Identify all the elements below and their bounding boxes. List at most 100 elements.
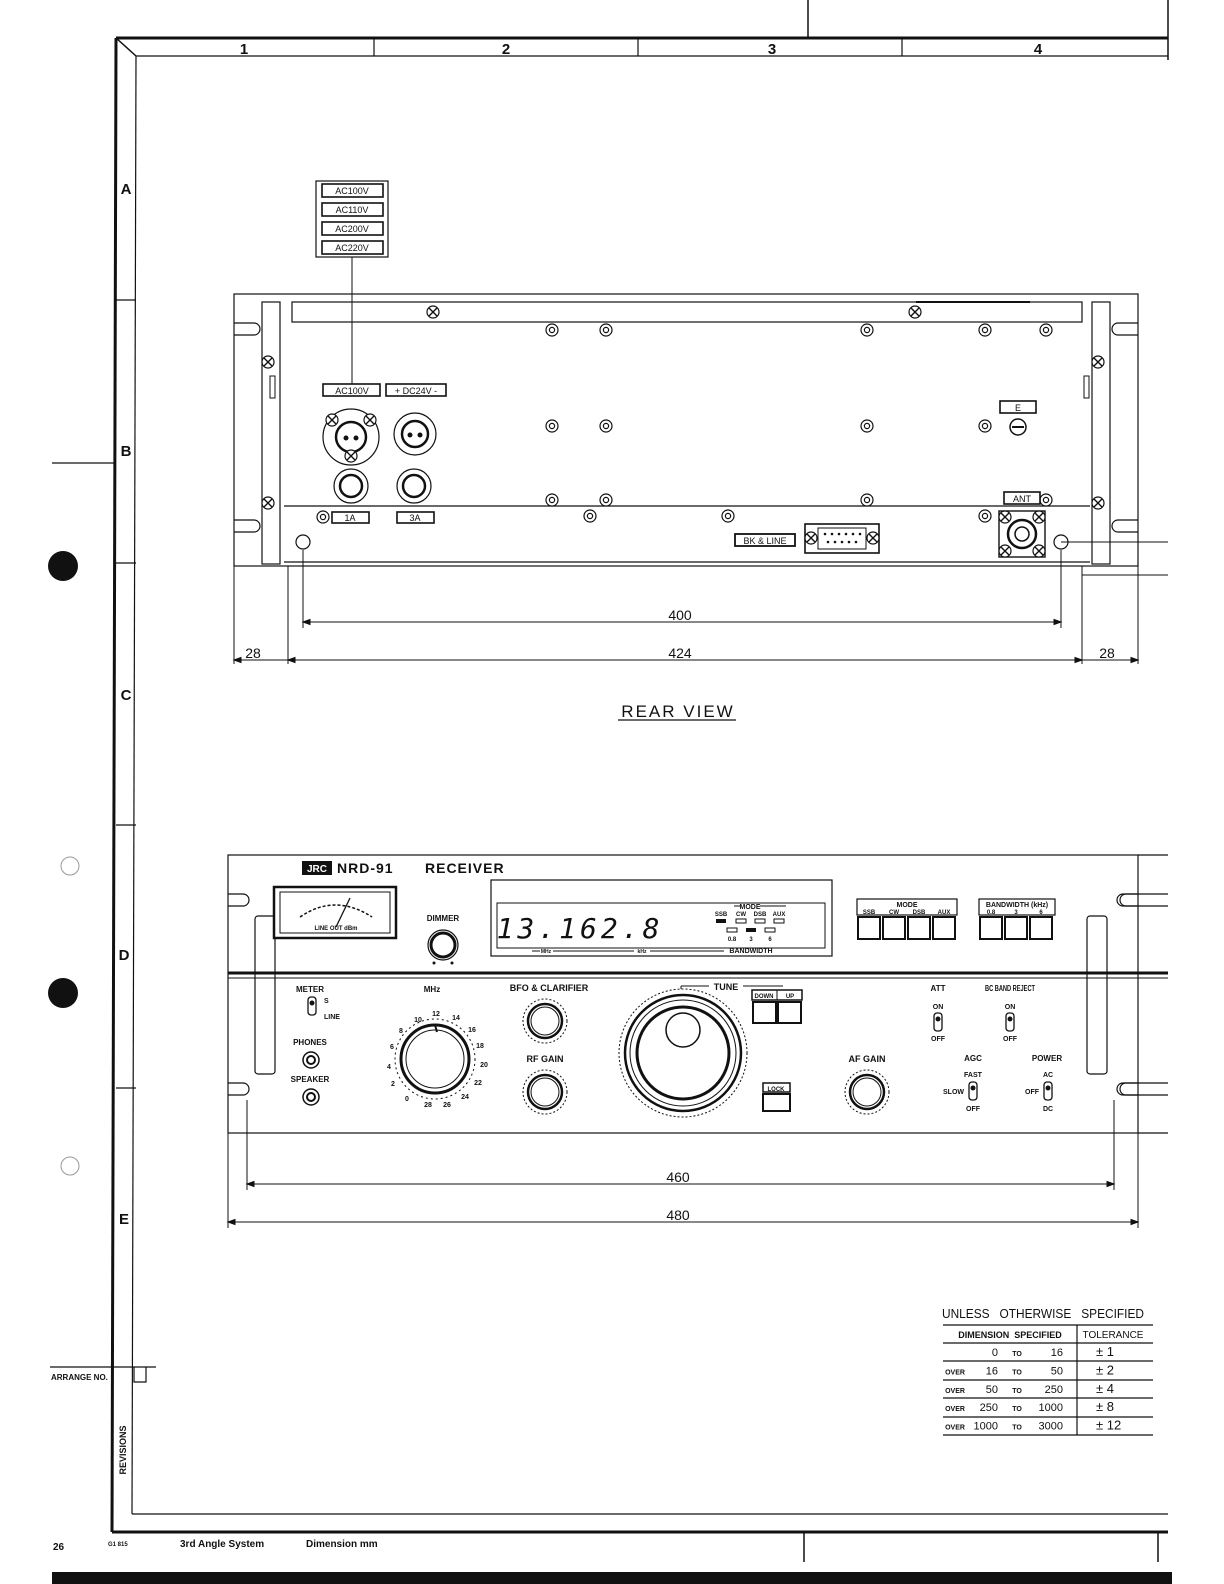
rear-chassis xyxy=(233,293,1139,567)
tune-up-label: UP xyxy=(786,994,794,1000)
agc-toggle-switch[interactable] xyxy=(968,1081,978,1101)
brand-logo: JRC xyxy=(302,861,332,875)
model-name: NRD-91 xyxy=(337,860,394,876)
front-dimensions xyxy=(226,1100,1140,1228)
tolerance-cell-from: 1000 xyxy=(974,1421,998,1433)
bw-btn-label-6: 6 xyxy=(1039,910,1043,916)
bw-btn-label-08: 0.8 xyxy=(987,910,996,916)
revisions-label: REVISIONS xyxy=(118,1425,128,1474)
lock-button[interactable] xyxy=(762,1093,791,1112)
mhz-num-16: 16 xyxy=(468,1027,476,1034)
tune-down-button[interactable] xyxy=(752,1001,777,1024)
tune-label: TUNE xyxy=(714,982,739,992)
bc-reject-toggle-switch[interactable] xyxy=(1005,1012,1015,1032)
display-unit-mhz: MHz xyxy=(541,949,552,955)
dc-socket: + DC24V - xyxy=(385,383,447,456)
display-bandwidth-label: BANDWIDTH xyxy=(729,948,772,955)
grid-col-3: 3 xyxy=(768,41,776,58)
fuse-holders: 1A 3A xyxy=(331,468,435,524)
power-toggle-switch[interactable] xyxy=(1043,1081,1053,1101)
page-number: 26 xyxy=(53,1542,65,1553)
dim-28-right: 28 xyxy=(1099,645,1115,661)
bandwidth-button-panel: BANDWIDTH (kHz) 0.8 3 6 xyxy=(978,898,1056,916)
tolerance-cell-to: 3000 xyxy=(1039,1421,1063,1433)
form-code: G1 815 xyxy=(108,1542,128,1548)
grid-row-E: E xyxy=(119,1211,129,1228)
mode-button-cw[interactable] xyxy=(882,916,906,940)
mhz-label: MHz xyxy=(424,985,440,994)
bandwidth-button-6[interactable] xyxy=(1029,916,1053,940)
tolerance-cell-from: 50 xyxy=(986,1384,998,1396)
tolerance-cell-tol: ± 4 xyxy=(1096,1381,1114,1396)
mode-button-dsb[interactable] xyxy=(907,916,931,940)
bandwidth-button-08[interactable] xyxy=(979,916,1003,940)
antenna-label: ANT xyxy=(1013,494,1032,504)
tolerance-cell-prefix: OVER xyxy=(945,1369,965,1376)
speaker-jack[interactable] xyxy=(302,1088,320,1106)
meter-toggle-switch[interactable] xyxy=(307,996,317,1016)
att-off-label: OFF xyxy=(931,1036,946,1043)
voltage-label-4: AC220V xyxy=(335,243,369,253)
tolerance-cell-to: 50 xyxy=(1051,1365,1063,1377)
tune-knob[interactable] xyxy=(618,988,748,1118)
tolerance-cell-to-word: TO xyxy=(1012,1388,1022,1395)
frequency-readout: 13.162.8 xyxy=(497,912,664,945)
bw-btn-label-3: 3 xyxy=(1014,910,1018,916)
agc-off-label: OFF xyxy=(966,1106,981,1113)
tune-step-buttons: DOWN UP xyxy=(751,989,803,1024)
grid-row-A: A xyxy=(121,181,132,198)
dc-socket-label: + DC24V - xyxy=(395,386,437,396)
display-bw-08: 0.8 xyxy=(728,937,737,943)
bfo-clarifier-label: BFO & CLARIFIER xyxy=(510,983,589,993)
signal-meter: LINE OUT dBm xyxy=(272,885,398,940)
mhz-num-18: 18 xyxy=(476,1043,484,1050)
tune-up-button[interactable] xyxy=(777,1001,802,1024)
dim-460: 460 xyxy=(666,1169,690,1185)
mhz-num-22: 22 xyxy=(474,1080,482,1087)
meter-position-s: S xyxy=(324,998,329,1005)
frequency-display: 13.162.8 MODE SSB CW DSB AUX 0.8 3 6 MHz… xyxy=(490,879,833,957)
voltage-label-3: AC200V xyxy=(335,224,369,234)
mhz-band-knob[interactable] xyxy=(394,1018,476,1100)
footer: ARRANGE NO. REVISIONS 26 G1 815 3rd Angl… xyxy=(51,1373,378,1553)
mode-btn-label-aux: AUX xyxy=(938,910,951,916)
mode-button-aux[interactable] xyxy=(932,916,956,940)
af-gain-knob[interactable] xyxy=(843,1068,891,1116)
bfo-clarifier-knob[interactable] xyxy=(521,997,569,1045)
grid-column-labels: 1 2 3 4 xyxy=(240,41,1043,58)
tolerance-cell-to-word: TO xyxy=(1012,1351,1022,1358)
front-view: JRC NRD-91 RECEIVER LINE OUT dBm DIMMER … xyxy=(226,854,1168,1228)
mhz-num-24: 24 xyxy=(461,1094,469,1101)
phones-jack[interactable] xyxy=(302,1051,320,1069)
mhz-num-12: 12 xyxy=(432,1011,440,1018)
rear-view: AC100V AC110V AC200V AC220V xyxy=(232,180,1168,721)
att-on-label: ON xyxy=(933,1004,944,1011)
sheet-frame xyxy=(50,0,1169,1562)
af-gain-label: AF GAIN xyxy=(849,1054,886,1064)
tolerance-cell-from: 250 xyxy=(980,1402,998,1414)
mhz-num-20: 20 xyxy=(480,1062,488,1069)
bc-reject-label: BC BAND REJECT xyxy=(985,984,1035,993)
antenna-connector: ANT xyxy=(998,491,1046,558)
mode-button-ssb[interactable] xyxy=(857,916,881,940)
bc-reject-on-label: ON xyxy=(1005,1004,1016,1011)
att-toggle-switch[interactable] xyxy=(933,1012,943,1032)
power-ac-label: AC xyxy=(1043,1072,1053,1079)
grid-col-4: 4 xyxy=(1034,41,1043,58)
mode-panel-label: MODE xyxy=(897,902,918,909)
dimmer-knob[interactable] xyxy=(427,929,459,965)
display-mode-cw: CW xyxy=(736,912,746,918)
tolerance-cell-tol: ± 1 xyxy=(1096,1344,1114,1359)
tolerance-cell-from: 16 xyxy=(986,1365,998,1377)
bandwidth-button-3[interactable] xyxy=(1004,916,1028,940)
mhz-num-14: 14 xyxy=(452,1015,460,1022)
tolerance-cell-to-word: TO xyxy=(1012,1406,1022,1413)
mhz-num-4: 4 xyxy=(387,1064,391,1071)
meter-switch-label: METER xyxy=(296,985,324,994)
mhz-dial-numbers: 0 2 4 6 8 10 12 14 16 18 20 22 24 26 28 xyxy=(387,1011,488,1109)
tolerance-header-dimension: DIMENSION SPECIFIED xyxy=(958,1330,1062,1340)
rf-gain-knob[interactable] xyxy=(521,1068,569,1116)
speaker-label: SPEAKER xyxy=(291,1075,330,1084)
meter-scale-label: LINE OUT dBm xyxy=(315,926,358,932)
mode-button-panel: MODE SSB CW DSB AUX xyxy=(856,898,958,916)
